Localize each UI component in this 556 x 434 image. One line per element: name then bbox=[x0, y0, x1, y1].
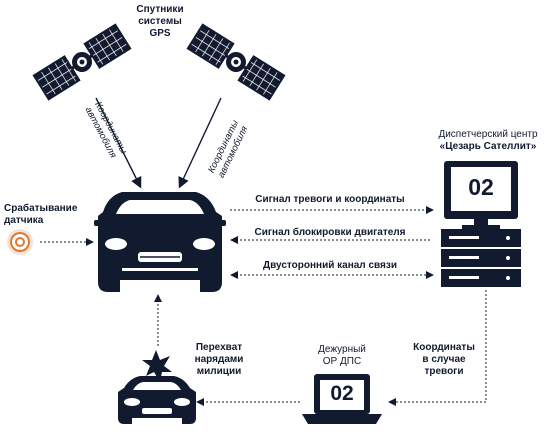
duty-screen-number: 02 bbox=[330, 382, 354, 405]
police-label-line3: милиции bbox=[196, 366, 242, 377]
satellite-right-icon bbox=[186, 23, 286, 101]
sensor-label-line1: Срабатывание bbox=[4, 203, 78, 214]
engine-block-link-label: Сигнал блокировки двигателя bbox=[254, 227, 406, 238]
alarm-coords-line3: тревоги bbox=[424, 366, 464, 377]
server-icon bbox=[441, 229, 521, 287]
satellites-label-line3: GPS bbox=[149, 28, 171, 39]
satellites-label-line2: системы bbox=[138, 16, 182, 27]
sensor-label-line2: датчика bbox=[4, 215, 44, 226]
two-way-link-label: Двусторонний канал связи bbox=[263, 260, 397, 271]
sensor-icon bbox=[7, 229, 33, 255]
police-label-line1: Перехват bbox=[195, 342, 243, 353]
arrow-satellite-left-to-car bbox=[95, 97, 142, 189]
alarm-coords-label: Координаты в случае тревоги bbox=[404, 342, 484, 378]
satellites-label-line1: Спутники bbox=[136, 4, 184, 15]
police-label: Перехват нарядами милиции bbox=[184, 342, 254, 378]
monitor-icon bbox=[444, 161, 518, 229]
police-car-icon bbox=[118, 350, 196, 424]
car-icon bbox=[94, 192, 226, 292]
satellites-label: Спутники системы GPS bbox=[110, 4, 210, 40]
dispatch-label-line1: Диспетчерский центр bbox=[438, 129, 538, 140]
alarm-link-label: Сигнал тревоги и координаты bbox=[255, 194, 405, 205]
sensor-label: Срабатывание датчика bbox=[4, 203, 84, 227]
dispatch-screen-number: 02 bbox=[468, 174, 494, 200]
duty-label-line1: Дежурный bbox=[318, 344, 366, 355]
alarm-coords-line1: Координаты bbox=[413, 342, 475, 353]
arrow-satellite-right-to-car bbox=[178, 97, 222, 189]
dispatch-label-line2: «Цезарь Сателлит» bbox=[439, 141, 537, 152]
dispatch-label: Диспетчерский центр «Цезарь Сателлит» bbox=[420, 129, 556, 153]
police-label-line2: нарядами bbox=[194, 354, 244, 365]
alarm-coords-line2: в случае bbox=[422, 354, 466, 365]
duty-label: Дежурный ОР ДПС bbox=[302, 344, 382, 368]
satellite-left-icon bbox=[32, 23, 132, 101]
laptop-icon bbox=[302, 374, 382, 424]
arrow-dispatch-to-duty bbox=[388, 290, 487, 406]
duty-label-line2: ОР ДПС bbox=[322, 356, 362, 367]
